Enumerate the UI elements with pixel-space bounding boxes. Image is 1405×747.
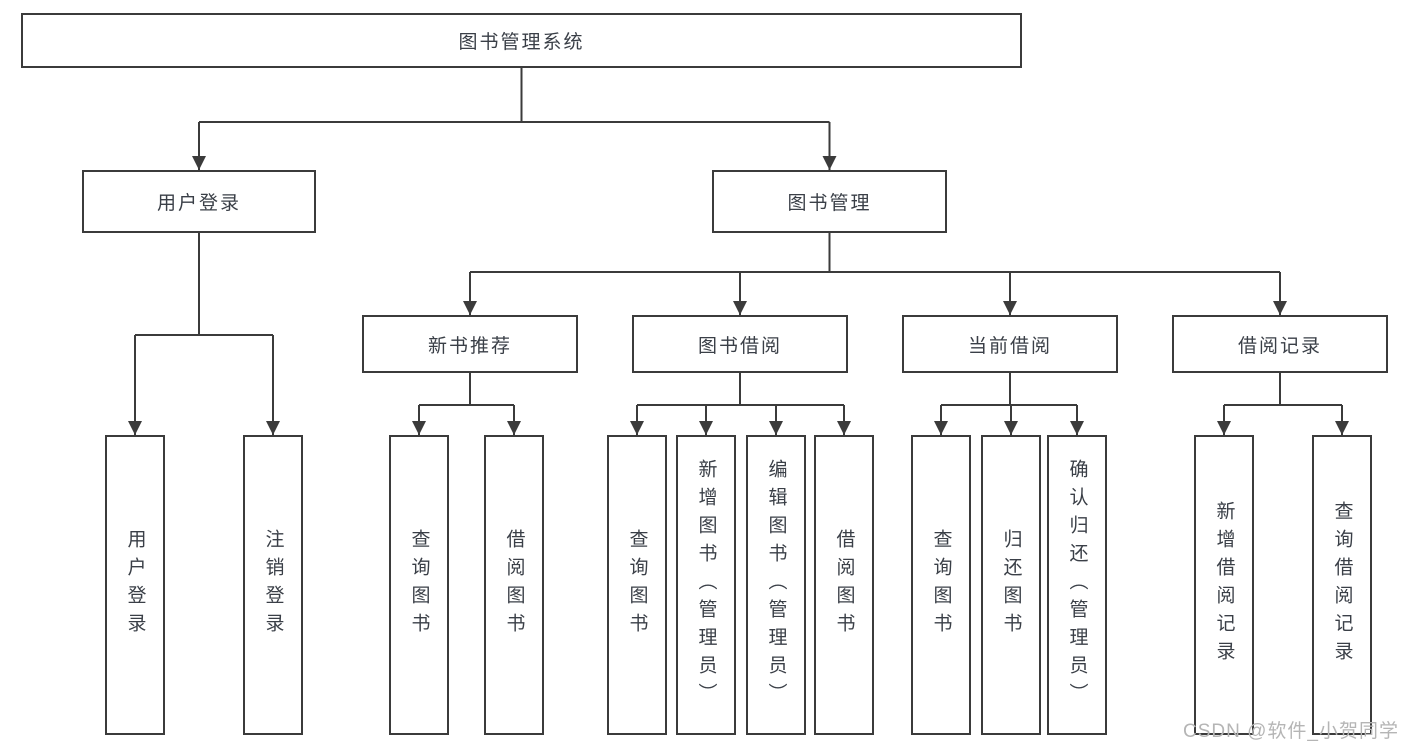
leaf-label: 注销登录 bbox=[262, 529, 284, 641]
leaf-label: 归还图书 bbox=[1000, 529, 1022, 641]
leaf-label: 借阅图书 bbox=[503, 529, 525, 641]
leaf-label: 查询借阅记录 bbox=[1331, 501, 1353, 669]
leaf-confirm-return-admin: 确认归还（管理员） bbox=[1047, 435, 1107, 735]
leaf-query-books-1: 查询图书 bbox=[389, 435, 449, 735]
leaf-label: 编辑图书（管理员） bbox=[765, 459, 787, 711]
connector-new-book-children bbox=[412, 373, 521, 435]
leaf-label: 新增借阅记录 bbox=[1213, 501, 1235, 669]
leaf-return-books: 归还图书 bbox=[981, 435, 1041, 735]
leaf-user-login: 用户登录 bbox=[105, 435, 165, 735]
leaf-label: 查询图书 bbox=[408, 529, 430, 641]
connector-current-borrow-children bbox=[934, 373, 1084, 435]
leaf-label: 确认归还（管理员） bbox=[1066, 459, 1088, 711]
leaf-query-books-2: 查询图书 bbox=[607, 435, 667, 735]
node-borrow-records: 借阅记录 bbox=[1172, 315, 1388, 373]
connector-root-to-level2 bbox=[192, 68, 837, 170]
node-book-management: 图书管理 bbox=[712, 170, 947, 233]
leaf-query-books-3: 查询图书 bbox=[911, 435, 971, 735]
node-user-login: 用户登录 bbox=[82, 170, 316, 233]
leaf-edit-books-admin: 编辑图书（管理员） bbox=[746, 435, 806, 735]
connector-book-borrow-children bbox=[630, 373, 851, 435]
leaf-label: 用户登录 bbox=[124, 529, 146, 641]
node-current-borrow: 当前借阅 bbox=[902, 315, 1118, 373]
csdn-watermark: CSDN @软件_小贺同学 bbox=[1183, 721, 1399, 742]
node-book-borrow: 图书借阅 bbox=[632, 315, 848, 373]
leaf-borrow-books-2: 借阅图书 bbox=[814, 435, 874, 735]
connector-book-management-children bbox=[463, 233, 1287, 315]
leaf-add-books-admin: 新增图书（管理员） bbox=[676, 435, 736, 735]
node-new-book-recommend: 新书推荐 bbox=[362, 315, 578, 373]
leaf-add-borrow-record: 新增借阅记录 bbox=[1194, 435, 1254, 735]
connector-borrow-records-children bbox=[1217, 373, 1349, 435]
leaf-query-borrow-record: 查询借阅记录 bbox=[1312, 435, 1372, 735]
leaf-logout: 注销登录 bbox=[243, 435, 303, 735]
leaf-label: 查询图书 bbox=[626, 529, 648, 641]
node-library-system: 图书管理系统 bbox=[21, 13, 1022, 68]
connector-user-login-children bbox=[128, 233, 280, 435]
leaf-label: 新增图书（管理员） bbox=[695, 459, 717, 711]
leaf-label: 查询图书 bbox=[930, 529, 952, 641]
leaf-label: 借阅图书 bbox=[833, 529, 855, 641]
leaf-borrow-books-1: 借阅图书 bbox=[484, 435, 544, 735]
